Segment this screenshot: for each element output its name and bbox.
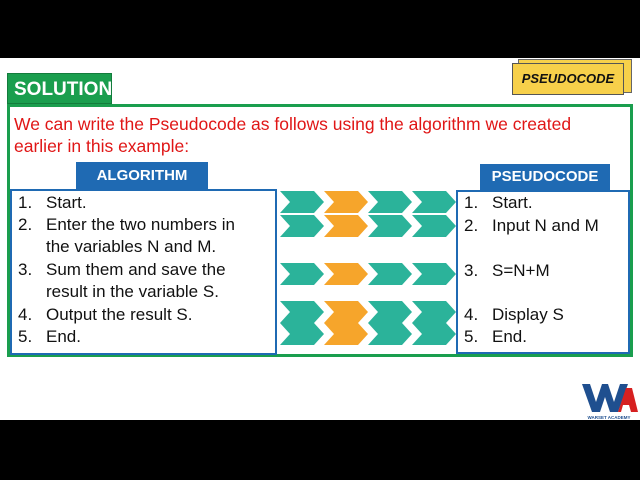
chevron-arrow-icon: [412, 215, 456, 237]
algorithm-step: 5. End.: [18, 326, 81, 348]
chevron-arrow-icon: [412, 301, 456, 323]
content-frame: [7, 104, 633, 357]
step-number: 5.: [18, 327, 33, 346]
step-number: 3.: [464, 261, 479, 280]
step-text: Display S: [492, 305, 564, 324]
step-text: S=N+M: [492, 261, 550, 280]
step-number: 2.: [464, 216, 479, 235]
algorithm-step: 4. Output the result S.: [18, 304, 192, 326]
step-text: End.: [46, 327, 81, 346]
pseudocode-step: 5. End.: [464, 326, 527, 348]
step-text: Output the result S.: [46, 305, 193, 324]
algorithm-box: 1. Start. 2. Enter the two numbers in the …: [10, 189, 277, 355]
arrow-row: [280, 301, 456, 323]
arrow-row: [280, 215, 456, 237]
pseudocode-step: 2. Input N and M: [464, 215, 599, 237]
solution-label: SOLUTION: [7, 73, 112, 104]
step-text-continued: result in the variable S.: [46, 282, 219, 301]
step-number: 3.: [18, 260, 33, 279]
chevron-arrow-icon: [412, 323, 456, 345]
chevron-arrow-icon: [324, 301, 368, 323]
chevron-arrow-icon: [368, 191, 412, 213]
step-text: End.: [492, 327, 527, 346]
slide: SOLUTION PSEUDOCODE We can write the Pse…: [0, 58, 640, 420]
step-number: 4.: [464, 305, 479, 324]
algorithm-step: 3. Sum them and save the result in the va…: [18, 259, 226, 303]
step-text: Sum them and save the: [46, 260, 226, 279]
step-number: 5.: [464, 327, 479, 346]
step-text: Enter the two numbers in: [46, 215, 235, 234]
step-number: 2.: [18, 215, 33, 234]
algorithm-step: 1. Start.: [18, 192, 87, 214]
chevron-arrow-icon: [324, 215, 368, 237]
chevron-arrow-icon: [368, 301, 412, 323]
chevron-arrow-icon: [324, 263, 368, 285]
pseudocode-box: 1. Start. 2. Input N and M 3. S=N+M 4. Displ…: [456, 190, 630, 354]
chevron-arrow-icon: [280, 263, 324, 285]
step-text: Start.: [46, 193, 87, 212]
arrow-row: [280, 191, 456, 213]
step-text: Input N and M: [492, 216, 599, 235]
chevron-arrow-icon: [368, 215, 412, 237]
pseudocode-step: 3. S=N+M: [464, 260, 550, 282]
algorithm-title: ALGORITHM: [76, 162, 208, 189]
badge-label: PSEUDOCODE: [512, 63, 624, 95]
chevron-arrow-icon: [324, 191, 368, 213]
chevron-arrow-icon: [280, 301, 324, 323]
step-text-continued: the variables N and M.: [46, 237, 217, 256]
step-number: 4.: [18, 305, 33, 324]
arrows-graphic: [280, 191, 456, 345]
arrow-row: [280, 323, 456, 345]
pseudocode-badge: PSEUDOCODE: [512, 59, 632, 95]
pseudocode-title: PSEUDOCODE: [480, 164, 610, 190]
chevron-arrow-icon: [280, 191, 324, 213]
chevron-arrow-icon: [280, 215, 324, 237]
arrow-row: [280, 263, 456, 285]
algorithm-step: 2. Enter the two numbers in the variables…: [18, 214, 235, 258]
chevron-arrow-icon: [280, 323, 324, 345]
pseudocode-step: 1. Start.: [464, 192, 533, 214]
pseudocode-step: 4. Display S: [464, 304, 564, 326]
chevron-arrow-icon: [324, 323, 368, 345]
academy-logo: WARSET ACADEMY: [582, 384, 638, 420]
chevron-arrow-icon: [368, 323, 412, 345]
intro-text: We can write the Pseudocode as follows u…: [14, 114, 572, 156]
logo-text: WARSET ACADEMY: [587, 415, 630, 420]
chevron-arrow-icon: [412, 191, 456, 213]
step-number: 1.: [18, 193, 33, 212]
step-text: Start.: [492, 193, 533, 212]
chevron-arrow-icon: [368, 263, 412, 285]
chevron-arrow-icon: [412, 263, 456, 285]
step-number: 1.: [464, 193, 479, 212]
